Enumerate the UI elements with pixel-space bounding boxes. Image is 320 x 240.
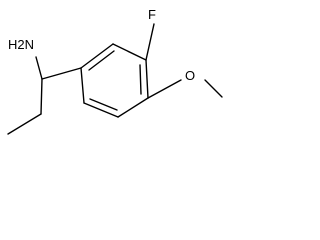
ring-bond-3-inner (139, 64, 142, 95)
bond-c-f (145, 23, 155, 61)
chain-bond-ch2-to-ch3 (7, 113, 42, 135)
ring-bond-1-inner (88, 50, 115, 71)
chain-bond-ch-to-ch2 (40, 78, 43, 115)
ring-bond-5-inner (89, 98, 118, 111)
benzene-ring (80, 43, 149, 118)
structural-formula: H2N F O (7, 7, 223, 135)
amine-label: H2N (8, 37, 34, 52)
bond-o-ch3 (204, 79, 223, 98)
propylamine-chain (7, 56, 82, 135)
ring-bond-1 (80, 43, 114, 69)
ring-bond-3 (145, 59, 149, 99)
bond-c-o (147, 79, 182, 99)
chain-bond-ch-to-nh2 (35, 56, 43, 80)
oxygen-label: O (185, 68, 195, 83)
fluorine-label: F (148, 7, 156, 22)
ring-bond-4 (117, 97, 149, 118)
ring-bond-6 (80, 67, 85, 104)
ring-bond-5 (83, 102, 119, 118)
ring-bond-2 (112, 43, 147, 61)
chain-bond-ring-to-ch (41, 67, 82, 80)
